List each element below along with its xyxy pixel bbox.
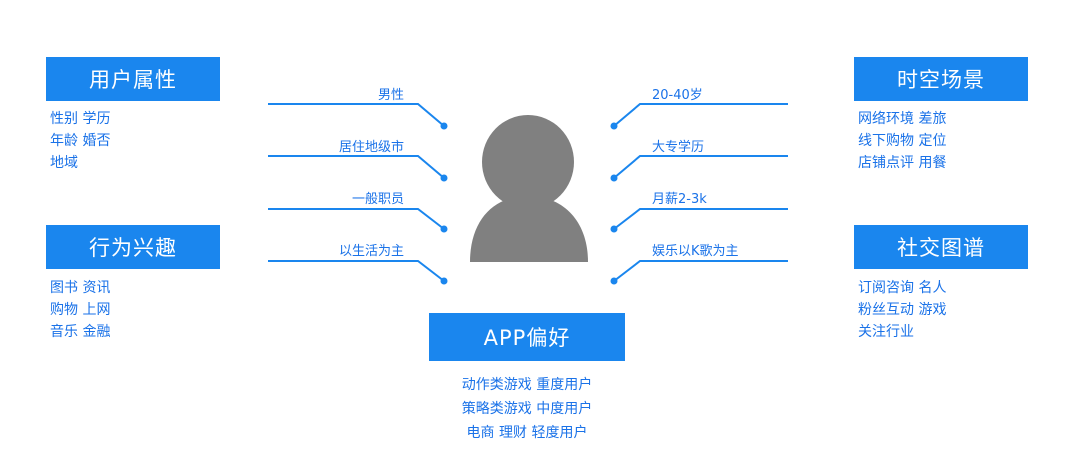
list-item: 关注行业 <box>858 324 914 340</box>
person-silhouette-icon <box>470 115 588 262</box>
connector-dot <box>440 122 448 130</box>
list-item: 线下购物 定位 <box>858 133 947 149</box>
app-preference-title: APP偏好 <box>483 326 571 350</box>
left-label: 居住地级市 <box>338 140 404 155</box>
list-item: 电商 理财 轻度用户 <box>466 425 588 441</box>
list-item: 性别 学历 <box>50 111 111 127</box>
connector-line <box>268 103 445 127</box>
right-label: 娱乐以K歌为主 <box>652 244 739 259</box>
list-item: 店铺点评 用餐 <box>858 155 947 171</box>
right-label: 大专学历 <box>652 140 705 155</box>
connector-dot <box>610 122 618 130</box>
left-label: 一般职员 <box>351 192 404 207</box>
list-item: 网络环境 差旅 <box>858 111 947 127</box>
user-attributes-header: 用户属性 <box>46 57 220 101</box>
connector-line <box>613 260 788 282</box>
right-label: 月薪2-3k <box>652 192 707 207</box>
connector-line <box>613 155 788 179</box>
left-label: 以生活为主 <box>338 244 404 259</box>
right-label: 20-40岁 <box>652 88 703 103</box>
social-graph-title: 社交图谱 <box>897 236 985 260</box>
list-item: 年龄 婚否 <box>50 133 111 149</box>
behavior-interests-list: 图书 资讯 购物 上网 音乐 金融 <box>50 277 110 343</box>
app-preference-header: APP偏好 <box>429 313 625 361</box>
connector-dot <box>610 174 618 182</box>
connector-line <box>268 155 445 179</box>
list-item: 图书 资讯 <box>50 280 111 296</box>
behavior-interests-title: 行为兴趣 <box>89 236 177 260</box>
connector-line <box>613 103 788 127</box>
time-space-scene-title: 时空场景 <box>897 68 985 92</box>
list-item: 地域 <box>50 155 78 171</box>
list-item: 粉丝互动 游戏 <box>858 302 947 318</box>
connector-line <box>268 208 445 230</box>
time-space-scene-header: 时空场景 <box>854 57 1028 101</box>
connector-line <box>613 208 788 230</box>
connector-line <box>268 260 445 282</box>
connector-dot <box>610 277 618 285</box>
connector-dot <box>610 225 618 233</box>
user-attributes-list: 性别 学历 年龄 婚否 地域 <box>50 108 110 174</box>
list-item: 订阅咨询 名人 <box>858 280 947 296</box>
list-item: 音乐 金融 <box>50 324 111 340</box>
user-attributes-title: 用户属性 <box>89 68 177 92</box>
app-preference-list: 动作类游戏 重度用户 策略类游戏 中度用户 电商 理财 轻度用户 <box>427 373 627 445</box>
time-space-scene-list: 网络环境 差旅 线下购物 定位 店铺点评 用餐 <box>858 108 946 174</box>
connector-dot <box>440 277 448 285</box>
social-graph-header: 社交图谱 <box>854 225 1028 269</box>
list-item: 策略类游戏 中度用户 <box>461 401 593 417</box>
social-graph-list: 订阅咨询 名人 粉丝互动 游戏 关注行业 <box>858 277 946 343</box>
connector-dot <box>440 225 448 233</box>
behavior-interests-header: 行为兴趣 <box>46 225 220 269</box>
connector-dot <box>440 174 448 182</box>
list-item: 购物 上网 <box>50 302 111 318</box>
list-item: 动作类游戏 重度用户 <box>461 377 593 393</box>
left-label: 男性 <box>377 88 404 103</box>
